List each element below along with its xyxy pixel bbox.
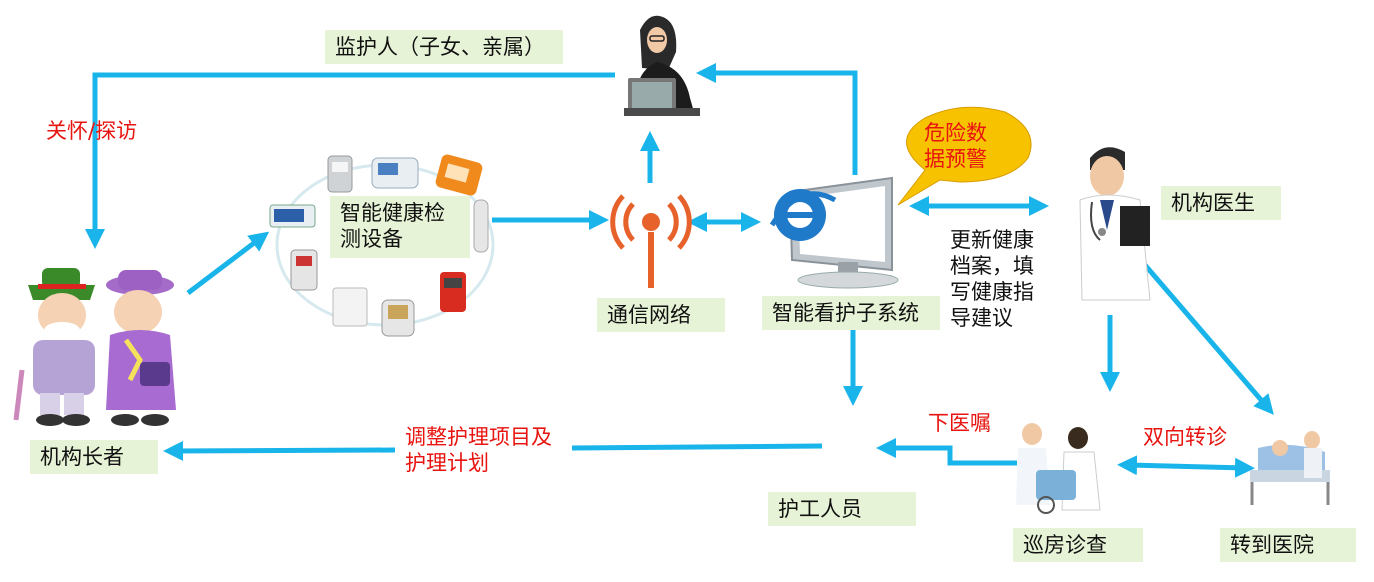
arrow-guardian-to-elders [85, 72, 615, 249]
arrow-adjust-to-elders [163, 440, 396, 461]
ward-round-label: 巡房诊查 [1013, 528, 1143, 562]
caregivers-label: 护工人员 [768, 492, 916, 526]
arrow-referral [1117, 455, 1255, 478]
update-records-label: 更新健康档案，填写健康指导建议 [950, 228, 1034, 330]
health-devices-icon [269, 154, 495, 337]
system-monitor-icon [769, 176, 899, 289]
guardian-woman-icon [624, 15, 700, 116]
network-label: 通信网络 [597, 298, 725, 332]
system-label: 智能看护子系统 [762, 296, 940, 330]
devices-label: 智能健康检测设备 [330, 196, 470, 258]
alert-bubble-shape [897, 106, 1032, 206]
ward-round-icon [1016, 423, 1101, 514]
doctor-icon [1079, 147, 1151, 301]
elders-label: 机构长者 [30, 440, 158, 474]
guardian-label: 监护人（子女、亲属） [325, 30, 563, 64]
arrow-elders-to-devices [186, 231, 270, 295]
care-visit-label: 关怀/探访 [46, 119, 138, 143]
transfer-label: 转到医院 [1220, 528, 1356, 562]
hospital-bed-icon [1250, 431, 1330, 505]
alert-label: 危险数据预警 [924, 121, 987, 171]
arrow-caregivers-to-elders [571, 443, 823, 451]
adjust-plan-label: 调整护理项目及护理计划 [405, 425, 552, 475]
arrow-system-to-guardian [696, 63, 858, 175]
prescription-label: 下医嘱 [928, 411, 991, 435]
doctor-label: 机构医生 [1161, 186, 1281, 220]
network-antenna-icon [610, 194, 692, 288]
referral-label: 双向转诊 [1143, 425, 1227, 449]
arrow-doctor-to-transfer [1143, 263, 1274, 415]
elderly-couple-icon [13, 268, 176, 426]
arrow-wardround-to-caregivers [876, 438, 1017, 466]
